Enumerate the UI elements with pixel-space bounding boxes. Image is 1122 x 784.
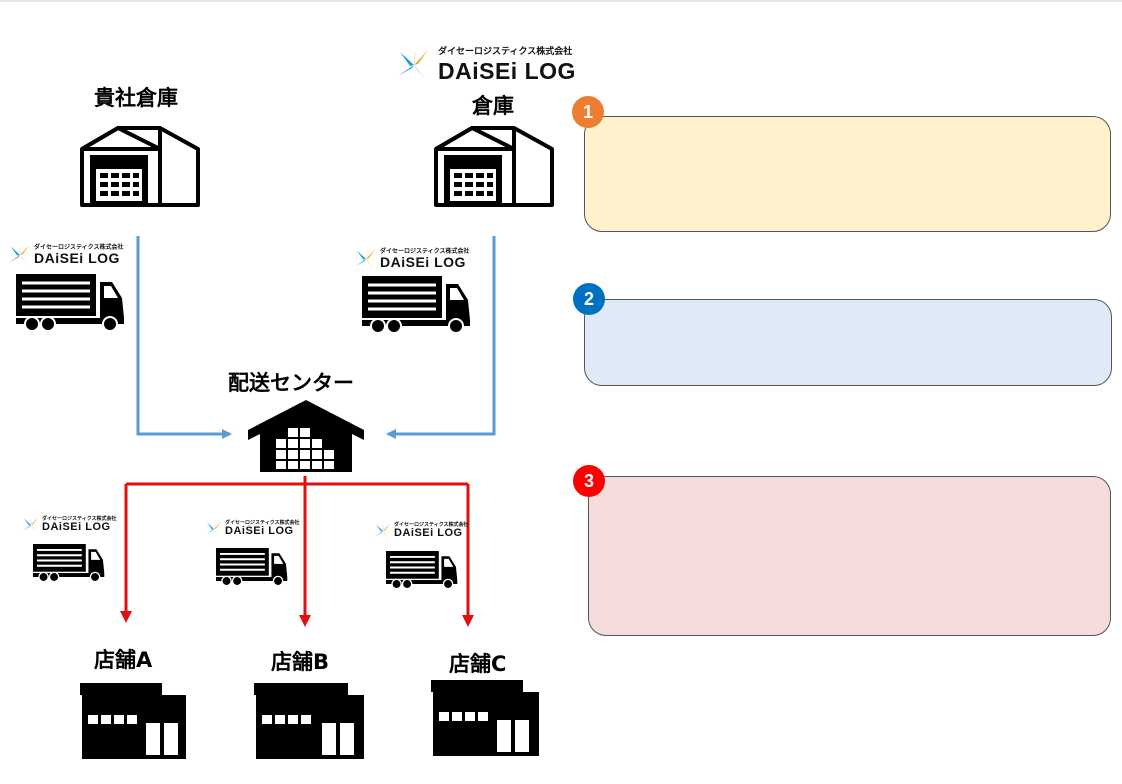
logo-pinwheel-icon	[206, 520, 221, 537]
logo-company-name: ダイセーロジスティクス株式会社	[34, 244, 124, 251]
logo-brand-name: DAiSEi LOG	[394, 527, 463, 539]
store-icon	[431, 680, 539, 756]
logo-brand-name: DAiSEi LOG	[380, 254, 466, 270]
warehouse-icon	[434, 125, 554, 207]
logo-pinwheel-icon	[398, 48, 428, 80]
store-c-label: 店舗C	[449, 652, 507, 676]
logo-company-name: ダイセーロジスティクス株式会社	[380, 248, 470, 255]
inbound-arrow-left	[136, 236, 232, 439]
daisei-logo-large: ダイセーロジスティクス株式会社 DAiSEi LOG	[396, 44, 578, 86]
step-2-box	[584, 299, 1112, 386]
logo-brand-name: DAiSEi LOG	[42, 521, 111, 533]
inbound-arrow-right	[386, 236, 496, 439]
daisei-logo: ダイセーロジスティクス株式会社 DAiSEi LOG	[205, 518, 300, 540]
logo-brand-name: DAiSEi LOG	[34, 250, 120, 266]
logo-pinwheel-icon	[355, 247, 376, 269]
truck-icon	[33, 544, 105, 583]
logo-company-name: ダイセーロジスティクス株式会社	[438, 47, 573, 57]
logo-brand-name: DAiSEi LOG	[225, 525, 294, 537]
logo-company-name: ダイセーロジスティクス株式会社	[394, 522, 469, 528]
store-icon	[80, 683, 186, 759]
truck-icon	[216, 548, 288, 587]
logo-company-name: ダイセーロジスティクス株式会社	[225, 520, 300, 526]
step-1-badge: 1	[572, 96, 604, 128]
store-a-label: 店舗A	[94, 648, 153, 672]
truck-icon	[362, 276, 470, 334]
store-icon	[254, 683, 364, 759]
logo-pinwheel-icon	[375, 522, 390, 539]
client-warehouse-label: 貴社倉庫	[94, 86, 178, 110]
step-3-box	[588, 476, 1111, 636]
top-border	[0, 0, 1122, 2]
logo-pinwheel-icon	[23, 516, 38, 533]
step-1-box	[584, 116, 1111, 232]
daisei-logo: ダイセーロジスティクス株式会社 DAiSEi LOG	[22, 514, 117, 536]
warehouse-icon	[80, 125, 200, 207]
logo-brand-name: DAiSEi LOG	[438, 58, 576, 84]
step-2-badge: 2	[573, 283, 605, 315]
distribution-center-label: 配送センター	[228, 371, 354, 395]
store-b-label: 店舗B	[271, 650, 330, 674]
daisei-logo: ダイセーロジスティクス株式会社 DAiSEi LOG	[354, 244, 470, 272]
daisei-logo: ダイセーロジスティクス株式会社 DAiSEi LOG	[8, 240, 124, 268]
logo-pinwheel-icon	[9, 243, 30, 265]
distribution-center-icon	[248, 400, 364, 472]
truck-icon	[16, 274, 124, 332]
truck-icon	[386, 551, 458, 590]
daisei-warehouse-label: 倉庫	[472, 94, 514, 118]
step-3-badge: 3	[573, 465, 605, 497]
daisei-logo: ダイセーロジスティクス株式会社 DAiSEi LOG	[374, 520, 469, 542]
logo-company-name: ダイセーロジスティクス株式会社	[42, 516, 117, 522]
